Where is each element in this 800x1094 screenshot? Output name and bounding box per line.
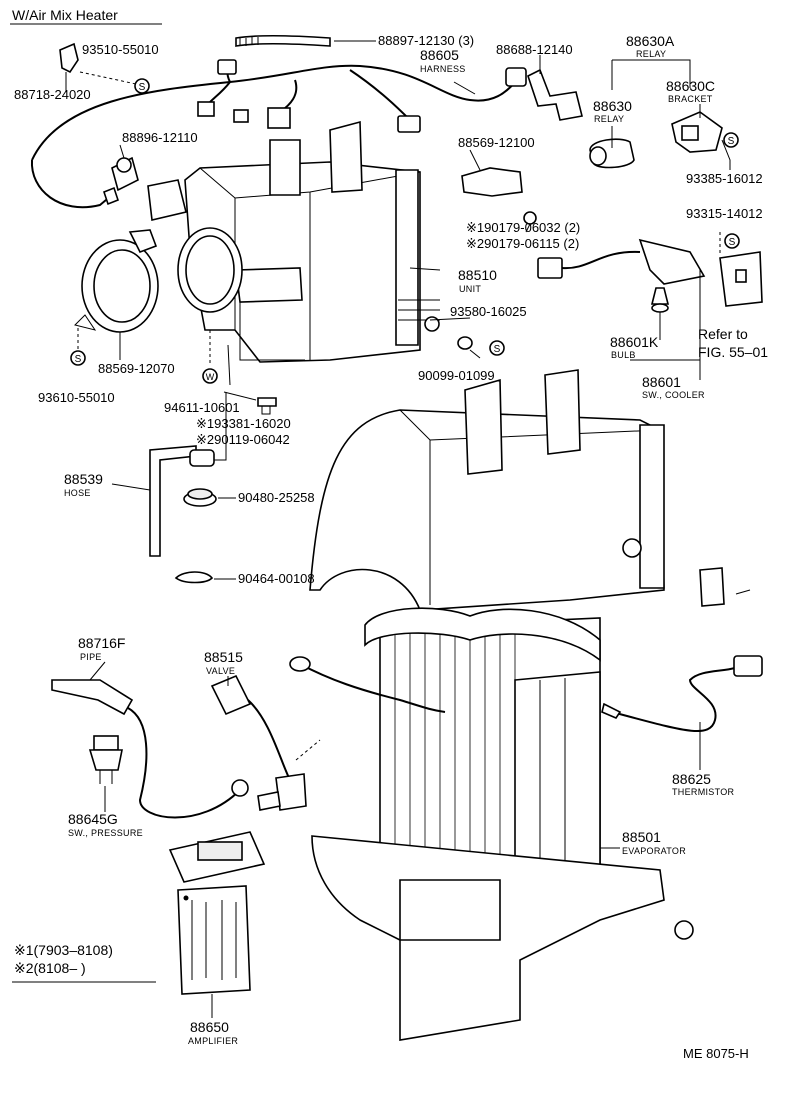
label-88630c: 88630C — [666, 78, 715, 94]
figure-code: ME 8075-H — [683, 1046, 749, 1061]
label-93381-16020: ※193381-16020 — [196, 416, 291, 431]
svg-text:S: S — [139, 82, 146, 93]
label-93610-55010: 93610-55010 — [38, 390, 115, 405]
amplifier-88650 — [168, 831, 266, 995]
relay-88630 — [589, 138, 635, 169]
label-88539-name: HOSE — [64, 488, 91, 498]
label-88625-name: THERMISTOR — [672, 787, 735, 797]
bracket-88688 — [527, 68, 583, 121]
label-88501-name: EVAPORATOR — [622, 846, 686, 856]
diagram-title: W/Air Mix Heater — [12, 7, 118, 23]
svg-text:S: S — [728, 136, 735, 147]
label-88601-name: SW., COOLER — [642, 390, 705, 400]
label-88630: 88630 — [593, 98, 632, 114]
label-88501: 88501 — [622, 829, 661, 845]
grommet-90480 — [183, 488, 217, 507]
label-90179-06115: ※290179-06115 (2) — [466, 236, 579, 251]
label-88601: 88601 — [642, 374, 681, 390]
label-88645g-name: SW., PRESSURE — [68, 828, 143, 838]
nut-90099 — [457, 336, 473, 350]
clip-90464 — [174, 571, 214, 584]
upper-case — [309, 369, 751, 611]
clip-88718 — [59, 42, 79, 74]
label-88601k: 88601K — [610, 334, 659, 350]
bracket-88630c — [671, 111, 723, 153]
label-93385-16012: 93385-16012 — [686, 171, 763, 186]
label-90464-00108: 90464-00108 — [238, 571, 315, 586]
label-88539: 88539 — [64, 471, 103, 487]
symbol-w: W — [202, 368, 218, 384]
label-88688-12140: 88688-12140 — [496, 42, 573, 57]
svg-text:S: S — [729, 237, 736, 248]
label-88625: 88625 — [672, 771, 711, 787]
symbol-s-93510: S — [134, 78, 150, 94]
label-88630c-name: BRACKET — [668, 94, 713, 104]
label-93580-16025: 93580-16025 — [450, 304, 527, 319]
svg-text:S: S — [75, 354, 82, 365]
label-88650-name: AMPLIFIER — [188, 1036, 238, 1046]
symbol-s-93385: S — [723, 132, 739, 148]
cooler-switch-88601 — [537, 238, 763, 313]
svg-text:S: S — [494, 344, 501, 355]
label-93315-14012: 93315-14012 — [686, 206, 763, 221]
label-94611-10601: 94611-10601 — [164, 400, 240, 415]
screw-94611 — [257, 397, 277, 415]
pipe-88716f — [51, 679, 249, 819]
leader-lines — [12, 40, 731, 1018]
label-88510-name: UNIT — [459, 284, 481, 294]
label-88716f-name: PIPE — [80, 652, 102, 662]
evaporator-88501 — [364, 607, 601, 891]
connector-88896 — [103, 156, 139, 206]
footnote-2: ※2(8108– ) — [14, 960, 86, 976]
lower-case — [311, 835, 694, 1041]
label-88718-24020: 88718-24020 — [14, 87, 91, 102]
label-88650: 88650 — [190, 1019, 229, 1035]
label-90480-25258: 90480-25258 — [238, 490, 315, 505]
label-88896-12110: 88896-12110 — [122, 130, 198, 145]
label-90099-01099: 90099-01099 — [418, 368, 495, 383]
label-88605: 88605 — [420, 47, 459, 63]
label-88605-name: HARNESS — [420, 64, 466, 74]
label-88569-12070: 88569-12070 — [98, 361, 175, 376]
label-88897-12130: 88897-12130 (3) — [378, 33, 474, 48]
unit-housing-88510 — [184, 120, 440, 363]
label-88630a-name: RELAY — [636, 49, 666, 59]
label-88630-name: RELAY — [594, 114, 624, 124]
svg-text:W: W — [206, 372, 215, 382]
strap-88569-12100 — [461, 167, 537, 225]
label-88630a: 88630A — [626, 33, 675, 49]
label-93510-55010: 93510-55010 — [82, 42, 159, 57]
footnote-1: ※1(7903–8108) — [14, 942, 113, 958]
hose-88539 — [149, 445, 215, 557]
label-refer-to: Refer to — [698, 326, 748, 342]
label-88515: 88515 — [204, 649, 243, 665]
label-88716f: 88716F — [78, 635, 125, 651]
label-88601k-name: BULB — [611, 350, 636, 360]
label-88569-12100: 88569-12100 — [458, 135, 535, 150]
label-88510: 88510 — [458, 267, 497, 283]
blower-stub — [147, 179, 187, 221]
label-88515-name: VALVE — [206, 666, 235, 676]
symbol-s-93315: S — [724, 233, 740, 249]
duct-ring — [177, 227, 243, 313]
pressure-switch-88645g — [88, 735, 123, 784]
label-88645g: 88645G — [68, 811, 118, 827]
label-refer-fig: FIG. 55–01 — [698, 344, 768, 360]
thermistor-88625 — [601, 655, 763, 732]
label-90119-06042: ※290119-06042 — [196, 432, 290, 447]
symbol-s-93580: S — [489, 340, 505, 356]
label-90179-06032: ※190179-06032 (2) — [466, 220, 580, 235]
ring-88569-12070 — [74, 229, 159, 333]
harness-drawing — [30, 34, 527, 209]
symbol-s-93610: S — [70, 350, 86, 366]
